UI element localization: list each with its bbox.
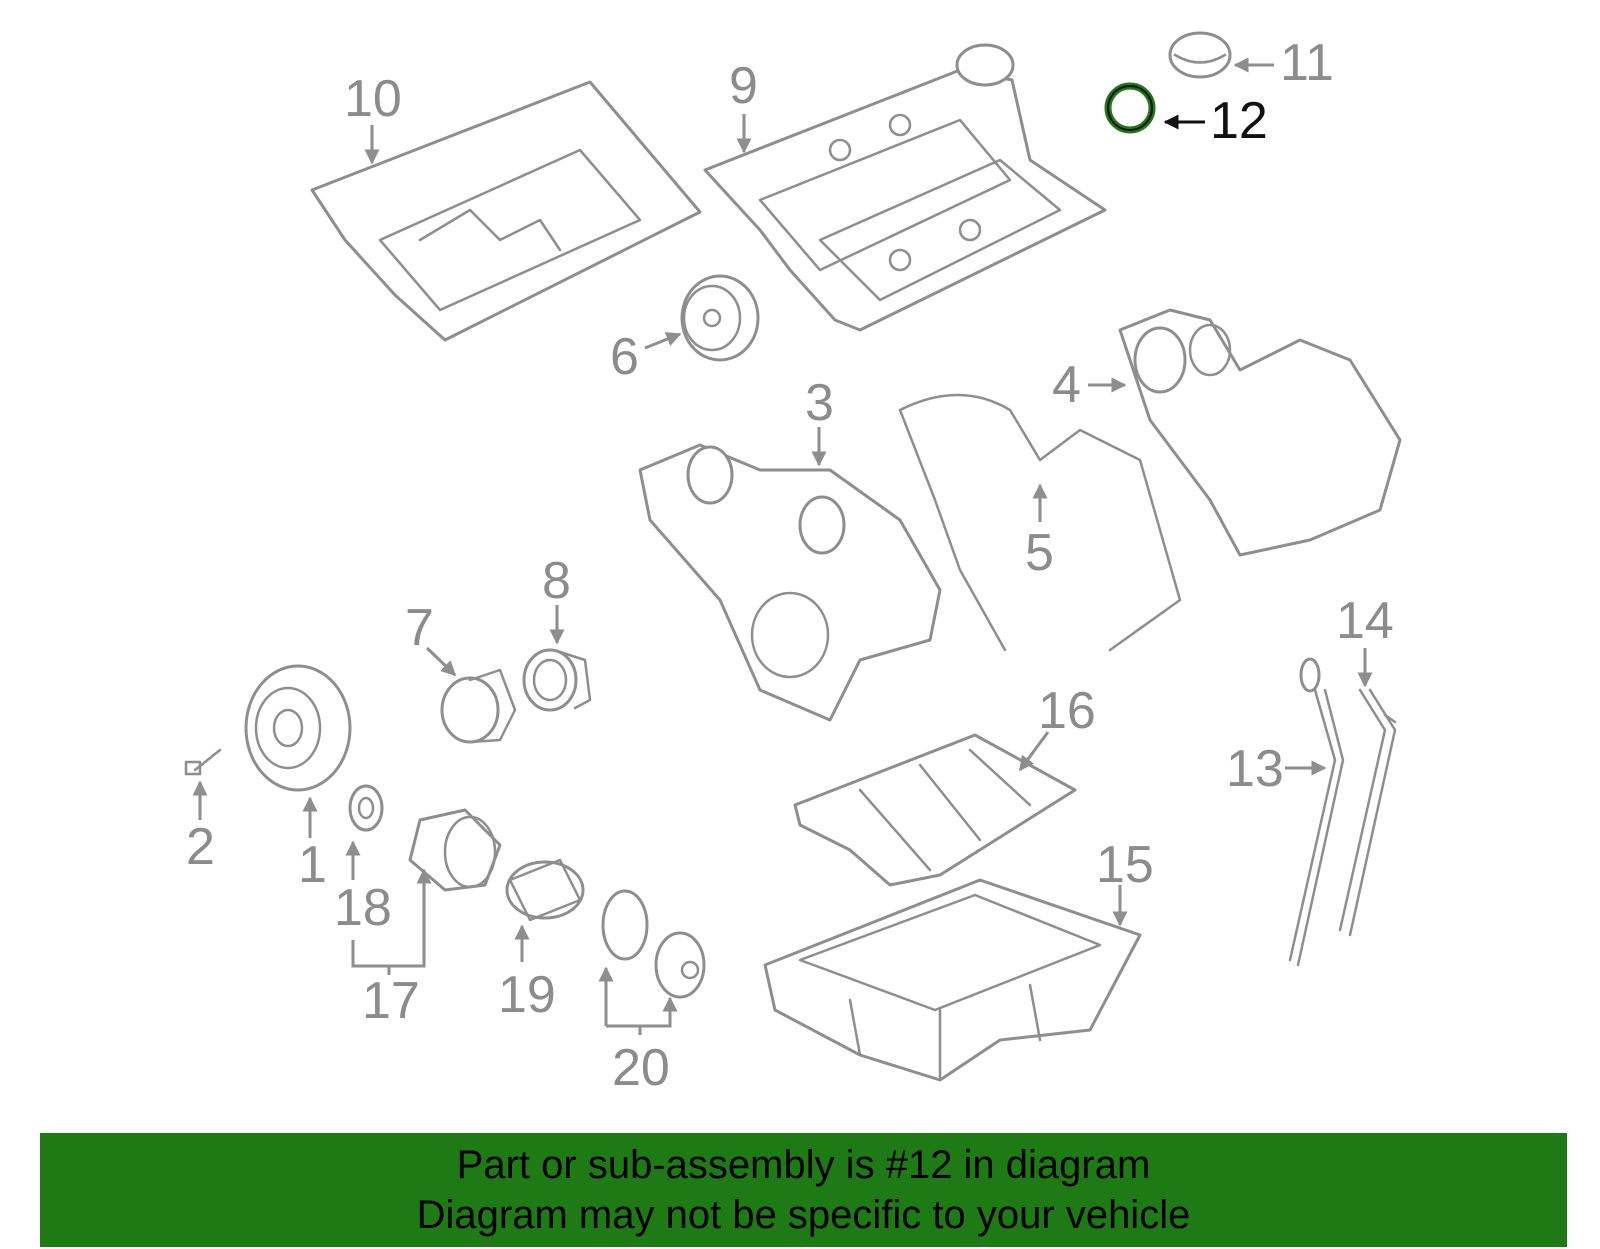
part-18-washer — [348, 784, 384, 832]
part-19-oil-filter — [505, 858, 585, 922]
part-9-cylinder-head — [703, 43, 1107, 332]
callout-labels: 1 2 3 4 5 6 7 8 9 10 11 12 13 14 15 16 1… — [186, 34, 1394, 1097]
callout-3: 3 — [805, 374, 834, 432]
exploded-parts-diagram: 1 2 3 4 5 6 7 8 9 10 11 12 13 14 15 16 1… — [184, 31, 1402, 1097]
part-15-oil-pan — [763, 878, 1142, 1082]
part-10-valve-cover-gasket — [310, 80, 702, 342]
part-16-baffle — [793, 733, 1077, 887]
callout-15: 15 — [1096, 836, 1154, 894]
part-4-rear-cover — [1118, 308, 1402, 557]
callout-4: 4 — [1052, 356, 1081, 414]
callout-16: 16 — [1038, 682, 1096, 740]
callout-11: 11 — [1280, 34, 1334, 92]
callout-13: 13 — [1226, 740, 1284, 798]
callout-6: 6 — [610, 328, 639, 386]
banner-line-1: Part or sub-assembly is #12 in diagram — [456, 1143, 1151, 1187]
part-8-seal — [522, 648, 592, 712]
part-11-oil-filler-cap — [1168, 31, 1232, 79]
callout-8: 8 — [542, 552, 571, 610]
part-3-timing-cover — [638, 443, 942, 722]
part-5-timing-gasket — [898, 393, 1182, 652]
callout-10: 10 — [344, 70, 402, 128]
part-17-housing — [408, 808, 502, 892]
callout-19: 19 — [498, 966, 556, 1024]
callout-20: 20 — [612, 1039, 670, 1097]
part-20-filter-cap — [601, 889, 706, 999]
part-14-dipstick-tube — [1338, 688, 1397, 937]
part-7-pulley-hub — [440, 668, 517, 744]
part-1-crank-pulley — [244, 664, 352, 792]
callout-7: 7 — [405, 599, 434, 657]
callout-1: 1 — [298, 836, 327, 894]
banner-line-2: Diagram may not be specific to your vehi… — [416, 1193, 1191, 1237]
callout-14: 14 — [1336, 592, 1394, 650]
part-12-seal-ring — [1104, 82, 1156, 134]
leader-lines — [192, 57, 1373, 1035]
info-banner: Part or sub-assembly is #12 in diagram D… — [40, 1133, 1567, 1247]
callout-9: 9 — [729, 57, 758, 115]
callout-17: 17 — [362, 972, 420, 1030]
part-6-cam-gear — [680, 274, 760, 362]
part-13-dipstick — [1288, 657, 1345, 967]
callout-2: 2 — [186, 818, 215, 876]
callout-12: 12 — [1210, 92, 1268, 150]
callout-18: 18 — [334, 879, 392, 937]
part-2-bolt — [184, 748, 222, 776]
callout-5: 5 — [1025, 524, 1054, 582]
